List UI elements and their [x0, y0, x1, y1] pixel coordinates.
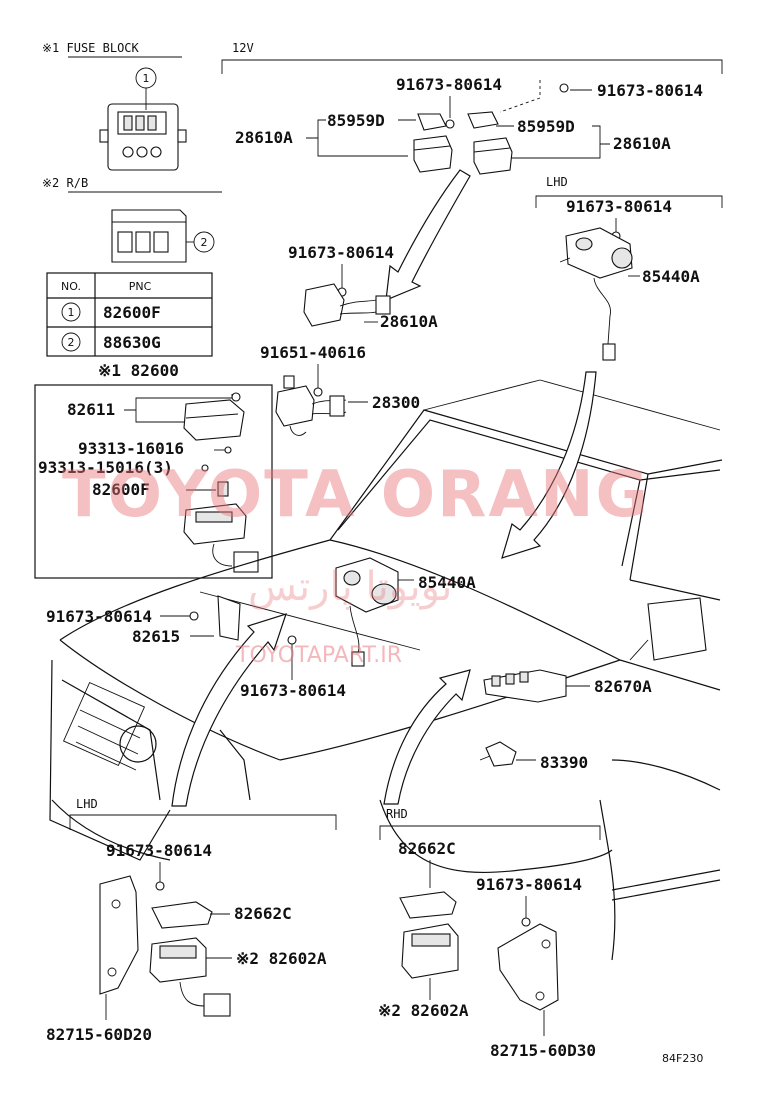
label-91673-e: 91673-80614 — [46, 607, 152, 626]
lhd-bottom-section: LHD 91673-80614 82662C ※2 82602A 82715-6… — [46, 797, 337, 1044]
label-82600f: 82600F — [92, 480, 150, 499]
relay-d — [275, 375, 347, 436]
lhd-bottom-label: LHD — [76, 797, 98, 811]
label-82662c-a: 82662C — [234, 904, 292, 923]
bracket-82715-60d20 — [99, 875, 139, 995]
label-82602a-b: ※2 82602A — [378, 1001, 469, 1020]
lhd-top-label: LHD — [546, 175, 568, 189]
table-row-no: 2 — [68, 336, 75, 349]
fuse-box-assembly — [183, 503, 259, 573]
fuse-block-icon — [99, 103, 187, 171]
label-91673-f: 91673-80614 — [240, 681, 346, 700]
diagram-id: 84F230 — [662, 1052, 703, 1065]
label-93313-16016: 93313-16016 — [78, 439, 184, 458]
label-85440a-a: 85440A — [642, 267, 700, 286]
label-28300: 28300 — [372, 393, 420, 412]
rhd-bottom-section: RHD 82662C ※2 82602A 91673-80614 82715-6… — [378, 807, 601, 1060]
table-row-pnc: 82600F — [103, 303, 161, 322]
voltage-label: 12V — [232, 41, 254, 55]
actuator-85440a-main — [335, 557, 399, 667]
rb-section: ※2 R/B 2 — [42, 176, 222, 263]
group-82600: ※1 82600 82611 93313-16016 93313-15016(3… — [34, 361, 273, 579]
flasher-unit-82611 — [183, 392, 245, 441]
watermark: TOYOTA ORANG TOYOTAPART.IR تویوتا پارتس — [62, 458, 650, 668]
label-91673-h: 91673-80614 — [476, 875, 582, 894]
bracket-82715-60d30 — [497, 923, 559, 1011]
label-91651: 91651-40616 — [260, 343, 366, 362]
label-91673-d: 91673-80614 — [288, 243, 394, 262]
curved-arrow-icon — [501, 371, 597, 559]
curved-arrow-icon — [385, 169, 471, 301]
rb-header: ※2 R/B — [42, 176, 88, 190]
label-85959d-a: 85959D — [327, 111, 385, 130]
curved-arrow-icon — [171, 613, 287, 807]
cover-82662c-b — [399, 891, 457, 919]
callout-1: 1 — [143, 72, 150, 85]
label-82602a-a: ※2 82602A — [236, 949, 327, 968]
label-85440a-b: 85440A — [418, 573, 476, 592]
rhd-bottom-label: RHD — [386, 807, 408, 821]
fuse-block-82602a-b — [401, 923, 459, 979]
relay-c — [303, 283, 391, 327]
watermark-site: TOYOTAPART.IR — [235, 643, 402, 668]
label-82662c-b: 82662C — [398, 839, 456, 858]
lhd-top-section: LHD 91673-80614 85440A — [535, 175, 723, 361]
fuse-block-82602a-a — [149, 937, 231, 1017]
relay-b — [473, 137, 513, 175]
label-28610a-b: 28610A — [613, 134, 671, 153]
relay-28610a-section: 91673-80614 28610A — [288, 243, 438, 331]
vehicle-body — [49, 379, 723, 961]
pnc-table: NO. PNC 1 82600F 2 88630G — [46, 272, 213, 357]
label-91673-b: 91673-80614 — [597, 81, 703, 100]
table-row-no: 1 — [68, 306, 75, 319]
label-82715-60d20: 82715-60D20 — [46, 1025, 152, 1044]
relay-bracket-82670a — [483, 669, 567, 703]
label-82611: 82611 — [67, 400, 115, 419]
label-82670a: 82670A — [594, 677, 652, 696]
label-28610a-a: 28610A — [235, 128, 293, 147]
bracket-82615 — [217, 595, 241, 641]
relay-bracket-a — [417, 113, 455, 131]
relay-12v-section: 12V 91673-80614 91673-80614 85959D 85959… — [221, 41, 723, 301]
label-91673-c: 91673-80614 — [566, 197, 672, 216]
watermark-persian: تویوتا پارتس — [248, 564, 452, 610]
relay-28300-section: 91651-40616 28300 — [260, 343, 420, 436]
label-83390: 83390 — [540, 753, 588, 772]
actuator-85440a-top — [559, 227, 633, 361]
label-82715-60d30: 82715-60D30 — [490, 1041, 596, 1060]
label-93313-15016: 93313-15016(3) — [38, 458, 173, 477]
label-28610a-c: 28610A — [380, 312, 438, 331]
fuse-82600f — [217, 481, 229, 497]
relay-a — [413, 135, 453, 173]
fuse-block-section: ※1 FUSE BLOCK 1 — [42, 41, 187, 171]
label-91673-g: 91673-80614 — [106, 841, 212, 860]
table-header-pnc: PNC — [129, 280, 152, 293]
engine-bay-parts: 85440A 91673-80614 82615 91673-80614 826… — [46, 371, 652, 807]
fuse-block-header: ※1 FUSE BLOCK — [42, 41, 140, 55]
relay-bracket-b — [467, 111, 499, 129]
label-91673-a: 91673-80614 — [396, 75, 502, 94]
switch-83390 — [479, 741, 517, 767]
label-85959d-b: 85959D — [517, 117, 575, 136]
label-82615: 82615 — [132, 627, 180, 646]
table-header-no: NO. — [61, 280, 81, 293]
callout-2: 2 — [201, 236, 208, 249]
table-row-pnc: 88630G — [103, 333, 161, 352]
curved-arrow-icon — [383, 669, 471, 805]
cover-82662c-a — [151, 901, 213, 929]
group-82600-header: ※1 82600 — [98, 361, 179, 380]
watermark-main: TOYOTA ORANG — [62, 458, 650, 532]
relay-block-icon — [111, 209, 187, 263]
